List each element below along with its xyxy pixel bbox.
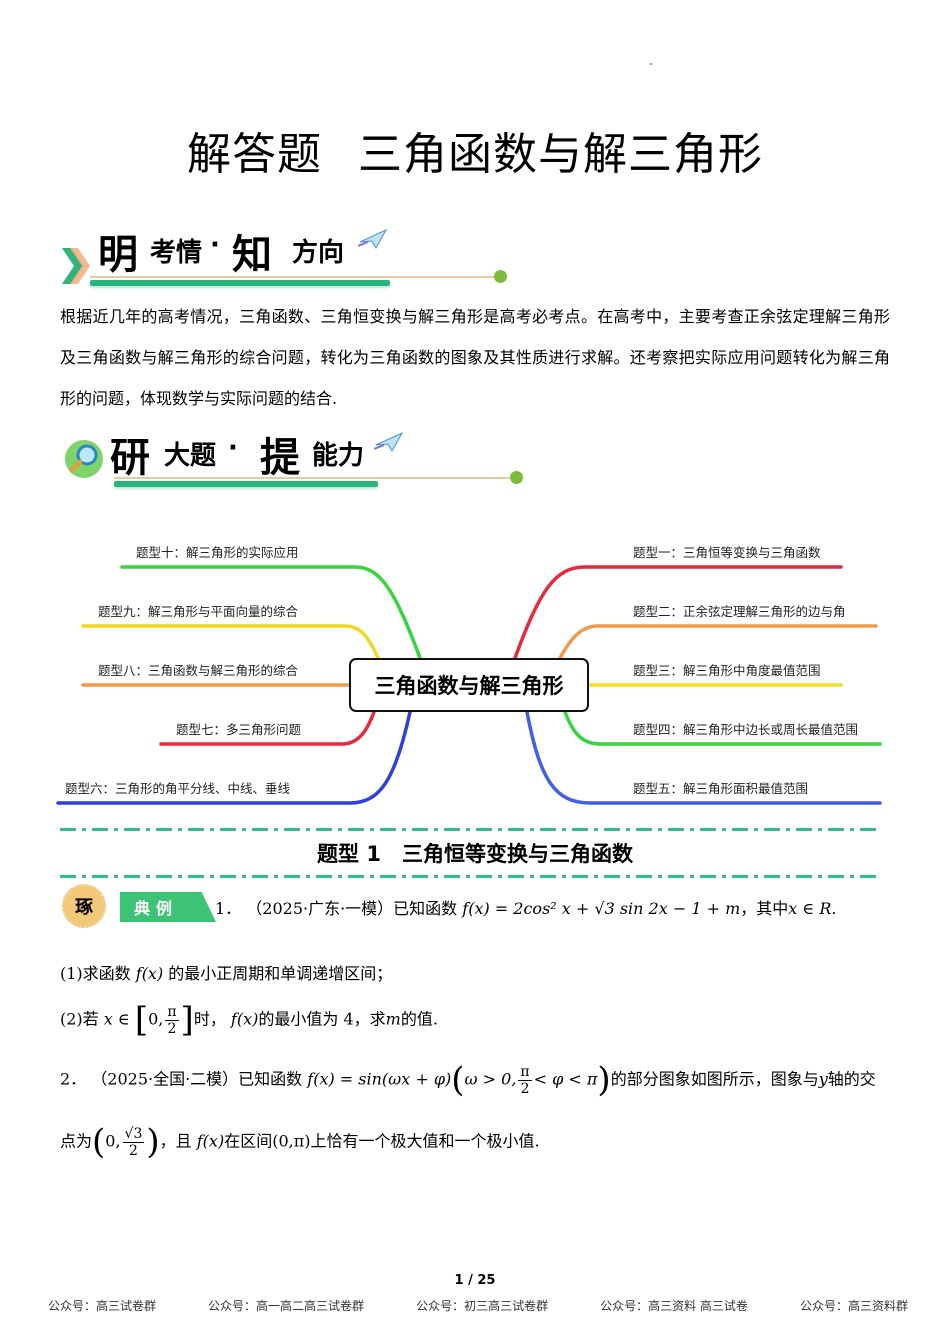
q1-part2-func: f(x)	[230, 1009, 259, 1029]
q1-part1-func: f(x)	[135, 964, 164, 983]
title-part1: 解答题	[187, 129, 322, 180]
q2-line2-in: 在区间	[224, 1131, 273, 1151]
page-title: 解答题三角函数与解三角形	[0, 118, 950, 182]
q1-part2-x: x ∈	[103, 1009, 130, 1029]
section1-small2: 方向	[292, 238, 345, 268]
badge-circle: 琢	[62, 884, 106, 928]
q1-part2-prefix: (2)若	[60, 1009, 99, 1029]
q1-part2-mid: 时，	[193, 1009, 226, 1029]
footer-item: 公众号：高三资料群	[799, 1299, 908, 1313]
section1-big2: 知	[232, 231, 272, 278]
mindmap-right-item: 题型四：解三角形中边长或周长最值范围	[633, 722, 859, 737]
q2-number: 2．	[60, 1069, 87, 1089]
q2-line2-end: 上恰有一个极大值和一个极小值.	[310, 1131, 540, 1151]
mindmap-left-item: 题型十：解三角形的实际应用	[136, 545, 299, 560]
footer-item: 公众号：高一高二高三试卷群	[208, 1299, 365, 1313]
speck	[650, 63, 652, 65]
q1-part2-m: m	[385, 1009, 401, 1029]
section1-small1: 考情	[150, 238, 203, 268]
q1-part2-end: 的值.	[400, 1009, 438, 1029]
footer-item: 公众号：初三高三试卷群	[416, 1299, 549, 1313]
q2-rest2: 轴的交	[827, 1069, 876, 1089]
footer: 公众号：高三试卷群 公众号：高一高二高三试卷群 公众号：初三高三试卷群 公众号：…	[48, 1297, 908, 1314]
q2-y: y	[818, 1069, 828, 1089]
section1-big1: 明	[98, 231, 138, 278]
q2-line2-interval: (0,π)	[272, 1131, 311, 1151]
mindmap-right-item: 题型三：解三角形中角度最值范围	[633, 663, 821, 678]
mindmap-left-item: 题型八：三角函数与解三角形的综合	[98, 663, 299, 678]
badge-tag: 典例	[120, 892, 216, 922]
mindmap-left-item: 题型九：解三角形与平面向量的综合	[98, 604, 299, 619]
question-2: 2． （2025·全国·二模）已知函数 f(x) = sin(ωx + φ)(ω…	[60, 1060, 876, 1100]
q2-cond-start: ω > 0,	[464, 1069, 517, 1089]
mindmap-left-item: 题型七：多三角形问题	[176, 722, 302, 737]
mindmap-center-node: 三角函数与解三角形	[349, 658, 589, 712]
section1-dot: ·	[210, 230, 220, 260]
q2-line2-prefix: 点为	[60, 1131, 93, 1151]
q1-part1-prefix: (1)求函数	[60, 964, 131, 983]
mindmap-left-item: 题型六：三角形的角平分线、中线、垂线	[65, 781, 291, 796]
question-1: 1． （2025·广东·一模）已知函数 f(x) = 2cos² x + √3 …	[215, 895, 836, 919]
q1-part2-rest: 的最小值为 4，求	[258, 1009, 386, 1029]
section2-big2: 提	[260, 434, 300, 481]
page-number: 1 / 25	[454, 1273, 496, 1288]
q2-line2-mid: ，且	[159, 1131, 192, 1151]
section2-small1: 大题	[164, 441, 217, 471]
q2-function: f(x) = sin(ωx + φ)	[307, 1069, 452, 1089]
mindmap-right-item: 题型五：解三角形面积最值范围	[633, 781, 809, 796]
q1-part1-rest: 的最小正周期和单调递增区间；	[168, 964, 393, 983]
q2-line2-func: f(x)	[196, 1131, 225, 1151]
title-part2: 三角函数与解三角形	[358, 129, 763, 180]
question-1-part-1: (1)求函数 f(x) 的最小正周期和单调递增区间；	[60, 960, 392, 984]
q2-point-start: 0,	[105, 1131, 121, 1151]
q2-source: （2025·全国·二模）已知函数	[91, 1069, 303, 1089]
magnifier-icon	[65, 440, 103, 478]
q1-domain: x ∈ R	[788, 899, 832, 918]
section2-small2: 能力	[312, 441, 365, 471]
mindmap-right-item: 题型二：正余弦定理解三角形的边与角	[633, 604, 846, 619]
q2-rest1: 的部分图象如图所示，图象与	[610, 1069, 819, 1089]
intro-paragraph: 根据近几年的高考情况，三角函数、三角恒变换与解三角形是高考必考点。在高考中，主要…	[60, 307, 890, 408]
q1-end: .	[831, 899, 837, 918]
q1-tail: ，其中	[740, 899, 789, 918]
section-header-ability: 研 大题 · 提 能力	[60, 425, 530, 495]
example-badge: 琢 典例	[62, 884, 222, 928]
section2-dot: ·	[228, 433, 238, 463]
footer-item: 公众号：高三试卷群	[48, 1299, 157, 1313]
section-header-exam-trend: 明 考情 · 知 方向	[60, 222, 520, 292]
type-heading: 题型 1 三角恒等变换与三角函数	[317, 842, 633, 866]
q1-part2-interval-start: 0,	[148, 1009, 164, 1029]
q1-source: （2025·广东·一模）已知函数	[246, 899, 458, 918]
q2-cond-end: < φ < π	[533, 1069, 598, 1089]
chevron-icon	[62, 248, 90, 284]
mindmap-right-item: 题型一：三角恒等变换与三角函数	[633, 545, 821, 560]
paper-plane-icon	[358, 228, 388, 250]
footer-item: 公众号：高三资料 高三试卷	[600, 1299, 748, 1313]
q1-number: 1．	[215, 899, 242, 918]
section2-big1: 研	[110, 434, 150, 481]
q1-function: f(x) = 2cos² x + √3 sin 2x − 1 + m	[462, 899, 741, 918]
dashed-divider-top	[60, 828, 880, 831]
dashed-divider-bottom	[60, 875, 880, 878]
paper-plane-icon	[374, 431, 404, 453]
